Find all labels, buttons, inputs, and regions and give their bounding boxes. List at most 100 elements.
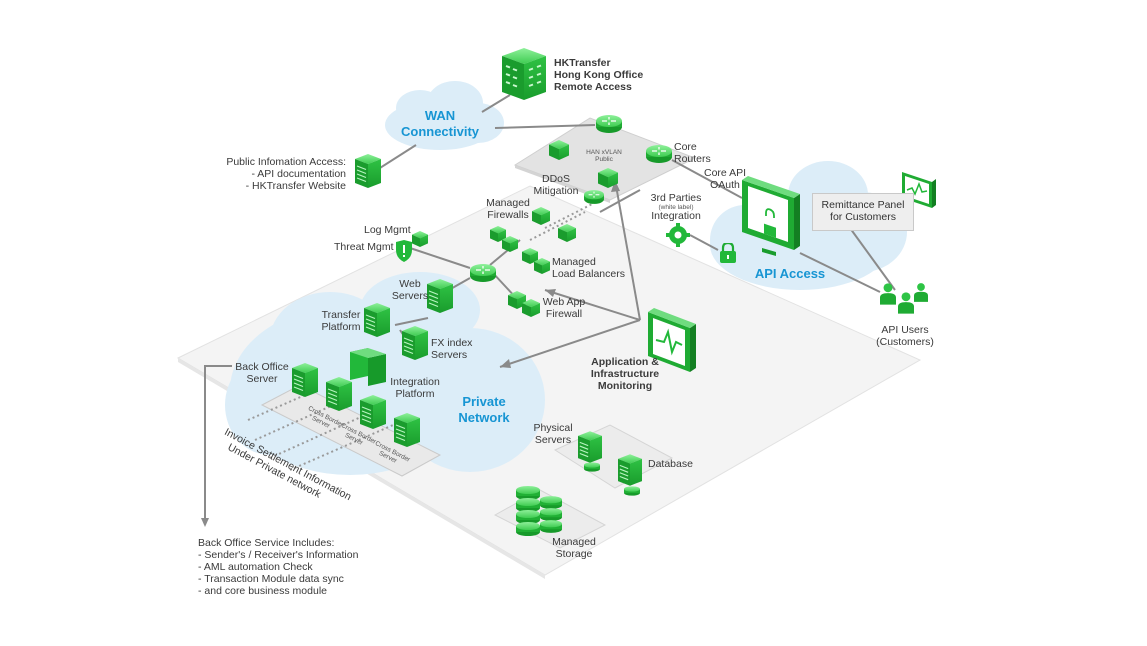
ddos-line-2: Mitigation [533, 185, 579, 197]
log-mgmt-label: Log Mgmt [364, 224, 411, 236]
core-routers-line-1: Core [674, 141, 697, 153]
api-users-line-1: API Users [881, 324, 929, 336]
managed-firewalls-line-2: Firewalls [487, 209, 529, 221]
transfer-platform-server-icon [364, 302, 390, 338]
wan-line-1: WAN [424, 108, 456, 123]
third-parties-line: 3rd Parties [650, 192, 702, 204]
ddos-label: DDoS Mitigation [528, 173, 584, 197]
remittance-panel-label: Remittance Panel for Customers [812, 199, 914, 223]
app-monitoring-label: Application & Infrastructure Monitoring [583, 356, 667, 392]
transfer-platform-line-1: Transfer [321, 309, 361, 321]
disk-icon [624, 486, 640, 496]
public-info-label: Public Infomation Access: - API document… [210, 156, 346, 192]
transfer-platform-line-2: Platform [321, 321, 361, 333]
fx-index-line-1: FX index [431, 337, 473, 349]
cloud-wan [385, 81, 504, 150]
back-office-server-line-1: Back Office [235, 361, 289, 373]
physical-servers-line-1: Physical [533, 422, 573, 434]
third-parties-integration-label: Integration [651, 210, 701, 222]
integration-platform-line-1: Integration [390, 376, 440, 388]
remittance-panel-line-2: for Customers [830, 211, 896, 223]
web-app-firewall-label: Web App Firewall [540, 296, 588, 320]
web-app-firewall-line-2: Firewall [545, 308, 583, 320]
wan-line-2: Connectivity [400, 124, 479, 139]
web-server-icon [427, 278, 453, 314]
core-router-icon [596, 115, 622, 133]
back-office-service-line-4: - Transaction Module data sync [198, 573, 344, 585]
back-office-service-line-3: - AML automation Check [198, 561, 313, 573]
public-info-line-2: - API documentation [251, 168, 346, 180]
cross-border-panel [260, 384, 442, 477]
core-routers-line-2: Routers [674, 153, 711, 165]
han-vlan-label: HAN xVLAN Public [578, 149, 630, 163]
integration-platform-label: Integration Platform [388, 376, 442, 400]
public-info-line-3: - HKTransfer Website [245, 180, 346, 192]
transfer-platform-label: Transfer Platform [318, 309, 364, 333]
core-api-line-1: Core API [703, 167, 747, 179]
api-access-label: API Access [754, 266, 826, 281]
dotted-lines [247, 199, 601, 471]
back-office-service-line-5: - and core business module [198, 585, 327, 597]
han-vlan-line-2: Public [595, 156, 613, 163]
database-server-icon [618, 453, 642, 487]
web-servers-line-2: Servers [391, 290, 429, 302]
managed-storage-line-1: Managed [552, 536, 596, 548]
back-office-server-icon [292, 362, 318, 398]
gear-icon [666, 223, 690, 247]
physical-server-icon [578, 430, 602, 464]
back-office-server-label: Back Office Server [232, 361, 292, 385]
app-monitoring-line-1: Application & [591, 356, 659, 368]
ddos-router-icon [584, 190, 604, 204]
threat-mgmt-label: Threat Mgmt [334, 241, 394, 253]
app-monitoring-line-2: Infrastructure [590, 368, 660, 380]
load-balancer-router-icon [470, 263, 496, 283]
public-web-server-icon [355, 153, 381, 189]
cross-border-server-icon [360, 394, 386, 430]
api-users-line-2: (Customers) [876, 336, 934, 348]
api-users-label: API Users (Customers) [868, 324, 942, 348]
disk-icon [584, 462, 600, 472]
core-api-label: Core API OAuth [700, 167, 750, 191]
web-servers-line-1: Web [399, 278, 421, 290]
web-servers-label: Web Servers [390, 278, 430, 302]
database-label: Database [648, 458, 693, 470]
fx-index-line-2: Servers [431, 349, 468, 361]
ddos-line-1: DDoS [541, 173, 570, 185]
wan-label: WAN Connectivity [398, 108, 482, 140]
app-monitoring-line-3: Monitoring [597, 380, 653, 392]
back-office-service-label: Back Office Service Includes: - Sender's… [198, 537, 358, 597]
threat-shield-icon [396, 240, 412, 262]
physical-servers-line-2: Servers [534, 434, 572, 446]
cross-border-server-icon [394, 412, 420, 448]
core-router-icon [646, 145, 672, 163]
fx-index-label: FX index Servers [431, 337, 472, 361]
hk-office-line-1: HKTransfer [554, 57, 611, 69]
managed-lb-line-2: Load Balancers [552, 268, 625, 280]
api-users-icon [880, 283, 928, 314]
cross-border-server-icon [326, 376, 352, 412]
han-vlan-line-1: HAN xVLAN [586, 149, 622, 156]
private-network-label: Private Network [448, 394, 520, 426]
api-access-monitor-icon [742, 176, 800, 256]
web-app-firewall-line-1: Web App [542, 296, 586, 308]
core-routers-label: Core Routers [674, 141, 711, 165]
remittance-panel-box [812, 193, 914, 231]
managed-storage-line-2: Storage [555, 548, 593, 560]
physical-servers-label: Physical Servers [528, 422, 578, 446]
back-office-server-line-2: Server [246, 373, 278, 385]
back-office-service-line-2: - Sender's / Receiver's Information [198, 549, 359, 561]
managed-firewalls-line-1: Managed [486, 197, 530, 209]
hk-office-line-3: Remote Access [554, 81, 632, 93]
hk-office-label: HKTransfer Hong Kong Office Remote Acces… [554, 57, 643, 93]
private-network-line-1: Private [462, 394, 506, 409]
white-label-note: (white label) [658, 204, 694, 211]
hk-office-building-icon [502, 48, 546, 100]
fx-index-server-icon [402, 325, 428, 361]
integration-platform-icon [350, 348, 386, 386]
private-network-line-2: Network [458, 410, 510, 425]
integration-platform-line-2: Platform [395, 388, 435, 400]
app-monitoring-monitor-icon [648, 308, 696, 372]
core-api-line-2: OAuth [710, 179, 740, 191]
hk-office-line-2: Hong Kong Office [554, 69, 644, 81]
